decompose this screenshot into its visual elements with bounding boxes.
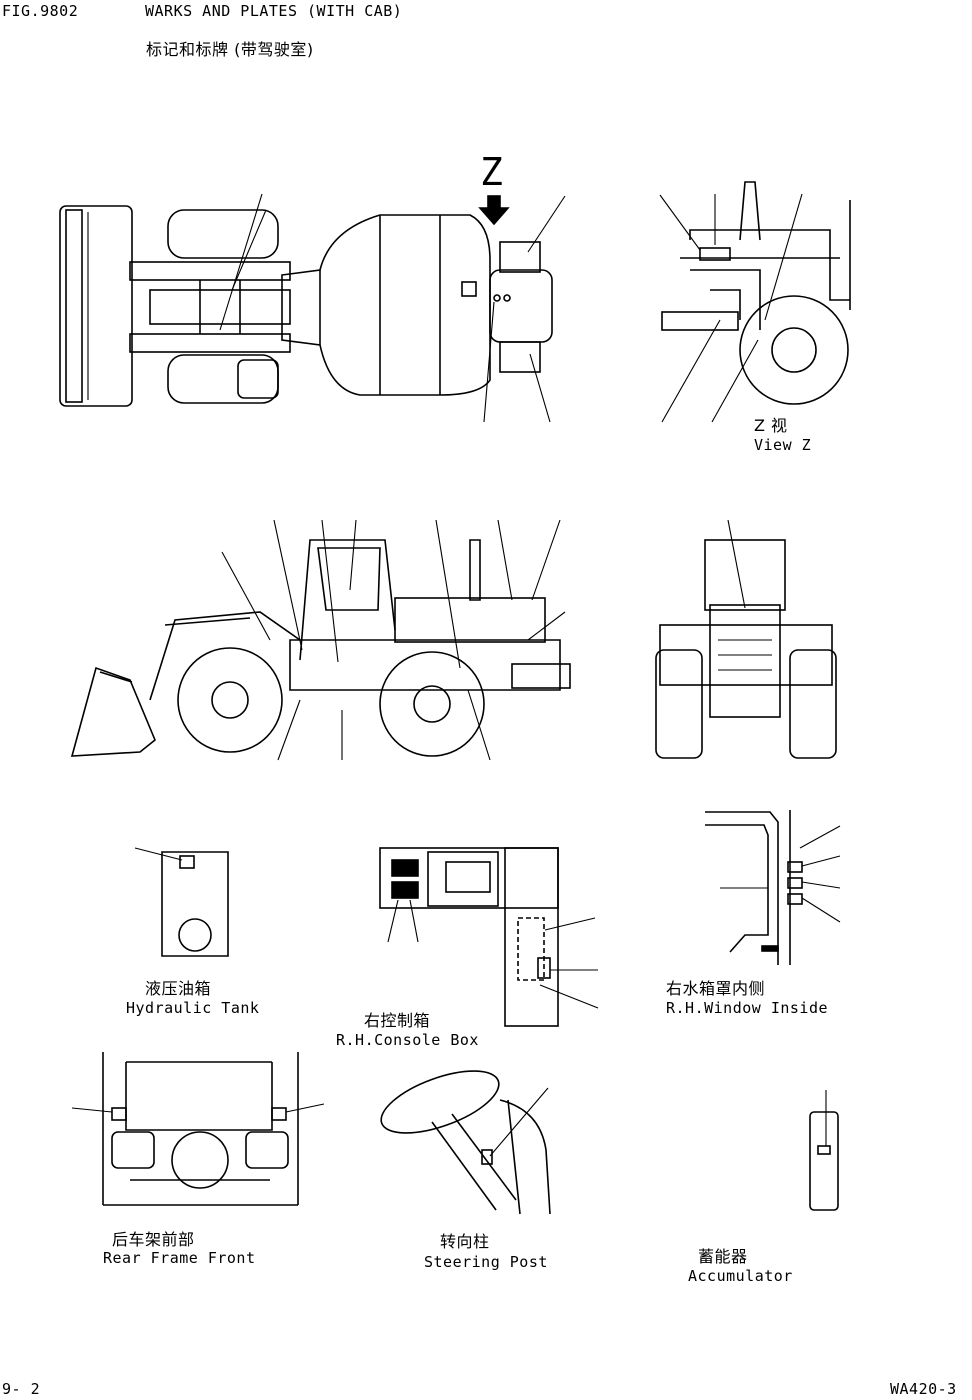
rear-frame-caption-en: Rear Frame Front xyxy=(103,1249,256,1267)
accumulator-caption-en: Accumulator xyxy=(688,1267,793,1285)
steering-post-caption-cn: 转向柱 xyxy=(440,1232,490,1251)
figure-number: FIG.9802 xyxy=(2,2,79,20)
hydraulic-tank-drawing xyxy=(134,847,229,957)
model-number: WA420-3 xyxy=(890,1380,957,1398)
steering-post-drawing xyxy=(380,1070,551,1215)
window-inside-caption-cn: 右水箱罩内侧 xyxy=(666,979,766,998)
hydraulic-tank-caption-cn: 液压油箱 xyxy=(145,979,212,998)
page-number: 9- 2 xyxy=(2,1380,41,1398)
console-box-drawing xyxy=(379,847,599,1027)
view-z-drawing xyxy=(659,181,851,423)
accumulator-drawing xyxy=(809,1090,839,1211)
rear-frame-drawing xyxy=(71,1052,325,1206)
figure-title-en: WARKS AND PLATES (WITH CAB) xyxy=(145,2,403,20)
accumulator-caption-cn: 蓄能器 xyxy=(698,1247,748,1266)
figure-title-cn: 标记和标牌 (带驾驶室) xyxy=(146,40,314,59)
console-box-caption-en: R.H.Console Box xyxy=(336,1031,479,1049)
view-z-en: View Z xyxy=(754,436,812,454)
hydraulic-tank-caption-en: Hydraulic Tank xyxy=(126,999,260,1017)
console-box-caption-cn: 右控制箱 xyxy=(364,1011,431,1030)
view-z-cn: Z 视 xyxy=(754,416,788,435)
loader-side-view xyxy=(70,519,571,761)
rear-frame-caption-cn: 后车架前部 xyxy=(112,1230,195,1249)
window-inside-drawing xyxy=(705,810,841,965)
loader-top-view xyxy=(59,193,566,423)
z-direction-marker: Z xyxy=(480,150,504,194)
steering-post-caption-en: Steering Post xyxy=(424,1253,548,1271)
window-inside-caption-en: R.H.Window Inside xyxy=(666,999,829,1017)
loader-rear-view xyxy=(655,519,837,759)
